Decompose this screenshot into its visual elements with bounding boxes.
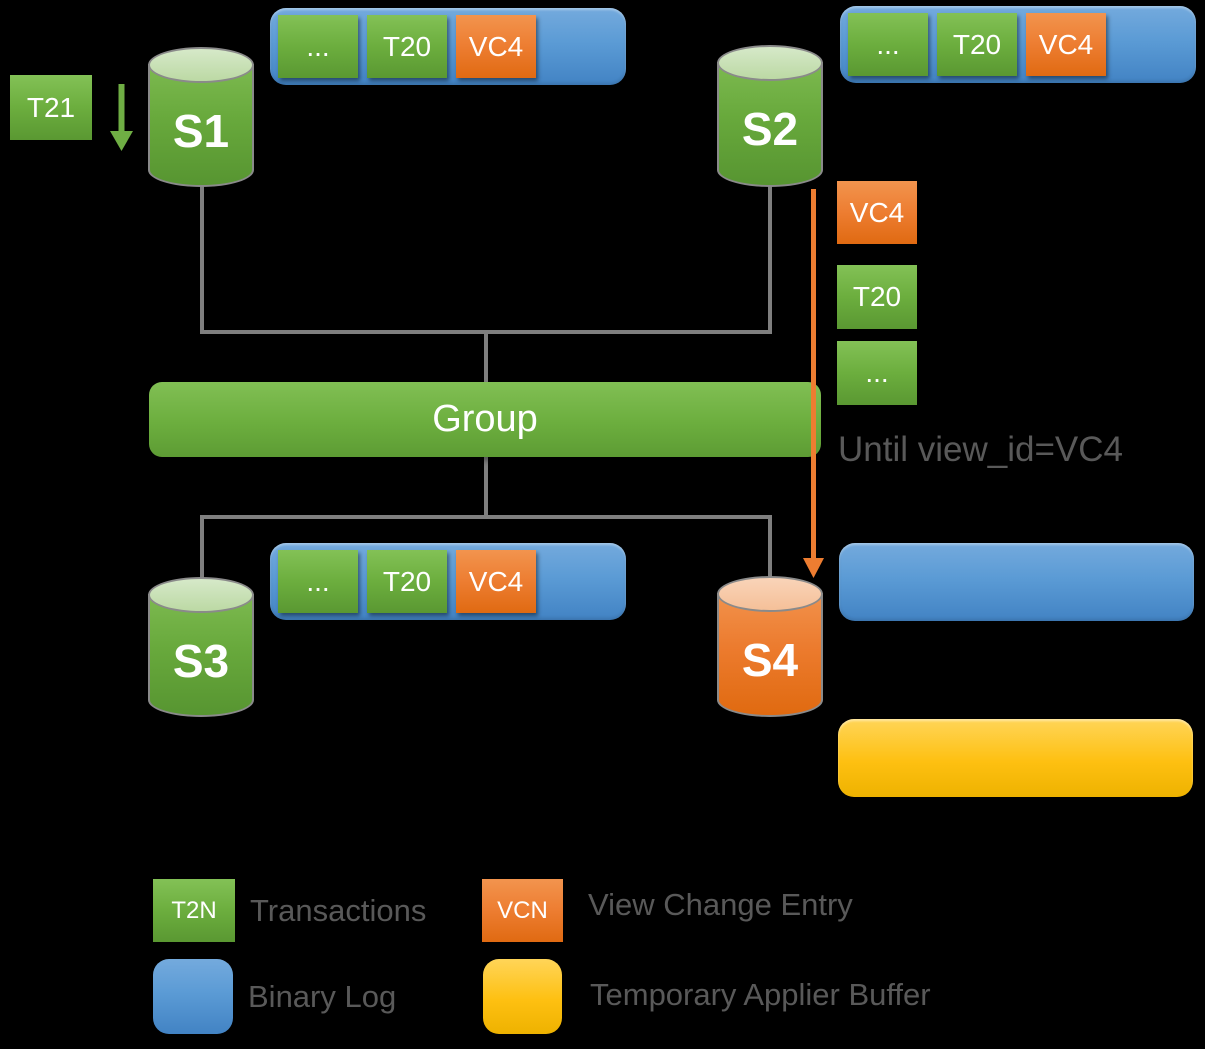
server-s2-body	[717, 62, 823, 187]
legend-applier-buffer-label: Temporary Applier Buffer	[590, 977, 931, 1012]
binlog-entry-vc4: VC4	[456, 15, 536, 78]
binlog-entry-vc4: VC4	[456, 550, 536, 613]
server-s1-top	[148, 47, 254, 83]
s1-binary-log: ... T20 VC4	[270, 8, 626, 85]
legend-view-change-swatch-label: VCN	[497, 896, 548, 924]
server-s4-label: S4	[741, 634, 799, 686]
group-box: Group	[149, 382, 821, 457]
incoming-transaction-chip: T21	[10, 75, 92, 140]
server-s2-top	[717, 45, 823, 81]
server-s3-top	[148, 577, 254, 613]
legend-binary-log-swatch	[153, 959, 233, 1034]
server-s4-top	[717, 576, 823, 612]
server-s4-body	[717, 593, 823, 717]
recovery-entry-dots: ...	[837, 341, 917, 405]
group-label: Group	[432, 398, 538, 440]
binlog-entry-t20: T20	[367, 15, 447, 78]
binlog-entry-vc4: VC4	[1026, 13, 1106, 76]
s2-binary-log: ... T20 VC4	[840, 6, 1196, 83]
binlog-entry-dots: ...	[278, 15, 358, 78]
until-view-id-note: Until view_id=VC4	[838, 430, 1123, 469]
upper-bus-line	[200, 184, 772, 334]
server-s4-cylinder: S4	[717, 576, 823, 717]
server-s3-cylinder: S3	[148, 577, 254, 717]
lower-bus-line	[200, 515, 772, 580]
server-s2-label: S2	[741, 103, 799, 155]
incoming-transaction-label: T21	[26, 91, 76, 123]
s4-applier-buffer-empty	[838, 719, 1193, 797]
recovery-entry-vc4: VC4	[837, 181, 917, 244]
server-s3-label: S3	[172, 635, 230, 687]
legend-view-change-label: View Change Entry	[588, 887, 853, 922]
binlog-entry-t20: T20	[367, 550, 447, 613]
legend-transactions-swatch: T2N	[153, 879, 235, 942]
legend-binary-log-label: Binary Log	[248, 979, 397, 1014]
legend-transactions-swatch-label: T2N	[171, 896, 217, 924]
t21-down-arrow-icon	[110, 84, 133, 151]
legend-transactions-label: Transactions	[250, 893, 427, 928]
legend-view-change-swatch: VCN	[482, 879, 563, 942]
s4-binary-log-empty	[839, 543, 1194, 621]
binlog-entry-dots: ...	[848, 13, 928, 76]
server-s1-label: S1	[172, 105, 230, 157]
recovery-entry-t20: T20	[837, 265, 917, 329]
binlog-entry-dots: ...	[278, 550, 358, 613]
server-s1-cylinder: S1	[148, 47, 254, 187]
binlog-entry-t20: T20	[937, 13, 1017, 76]
s3-binary-log: ... T20 VC4	[270, 543, 626, 620]
legend-applier-buffer-swatch	[483, 959, 562, 1034]
server-s2-cylinder: S2	[717, 45, 823, 187]
server-s3-body	[148, 594, 254, 717]
server-s1-body	[148, 64, 254, 187]
